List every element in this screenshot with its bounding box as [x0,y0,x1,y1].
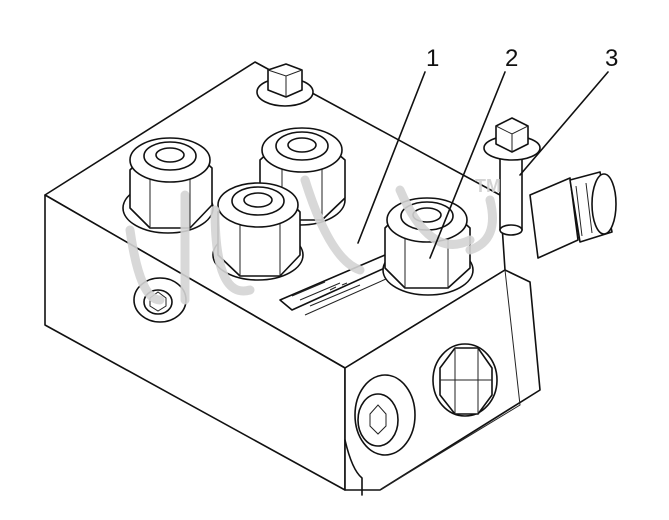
side-port-fitting [529,171,617,259]
callout-2: 2 [505,45,518,72]
watermark: TM [125,175,501,305]
leader-2 [429,71,506,259]
leader-3 [519,71,609,176]
fitting-back-left [122,137,214,234]
fitting-front-left [212,182,304,281]
callout-leaders [357,71,609,259]
block-notch [344,439,363,496]
top-plug [256,63,314,107]
block-edge [379,269,521,491]
bolt [483,117,541,236]
callout-3: 3 [605,45,618,72]
right-socket-plug [354,374,416,456]
right-hex-plug [432,343,498,417]
watermark-tm: TM [475,176,501,196]
callout-1: 1 [426,45,439,72]
leader-1 [357,71,426,244]
